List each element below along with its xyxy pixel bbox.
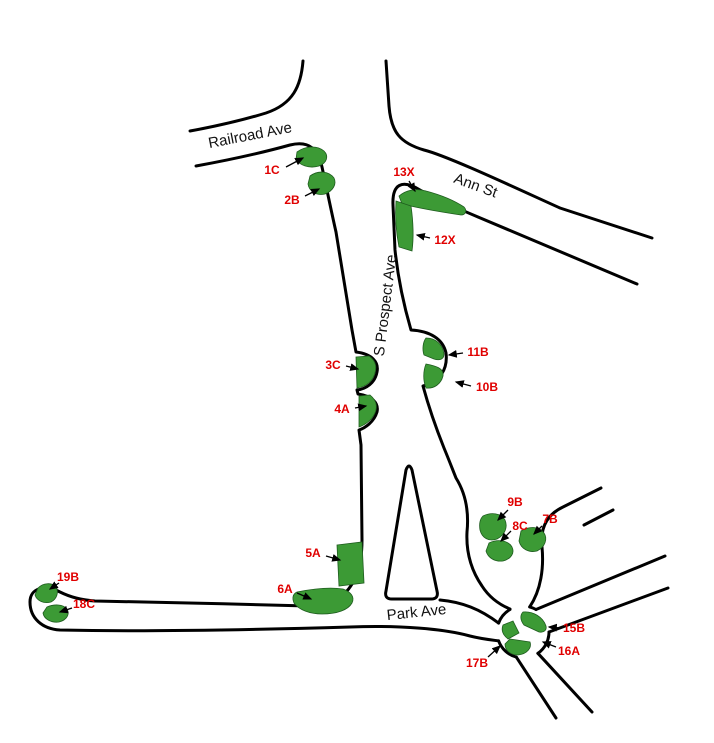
patch-1C <box>295 146 328 168</box>
road-edge-ann-north <box>384 59 654 240</box>
arrow-13X <box>407 180 416 193</box>
patch-10B <box>423 363 444 389</box>
patch-13X <box>398 189 467 216</box>
label-8C: 8C <box>512 519 528 533</box>
street-name-prospect: S Prospect Ave <box>371 254 400 358</box>
label-10B: 10B <box>476 380 498 394</box>
label-4A: 4A <box>334 402 350 416</box>
patch-3C <box>355 355 377 389</box>
patch-9B <box>479 513 507 541</box>
label-17B: 17B <box>466 656 488 670</box>
label-15B: 15B <box>563 621 585 635</box>
patch-17B <box>501 620 520 640</box>
green-patches <box>34 146 547 656</box>
label-2B: 2B <box>284 193 300 207</box>
traffic-island-triangle <box>384 464 439 601</box>
arrow-5A <box>325 554 342 562</box>
street-name-ann: Ann St <box>451 170 500 202</box>
arrow-10B <box>454 380 472 388</box>
street-name-park: Park Ave <box>386 601 447 624</box>
arrow-18C <box>58 605 73 614</box>
arrow-17B <box>487 645 501 658</box>
road-edge-se-road-lower <box>514 655 558 720</box>
roundabout-arc-nw <box>497 608 512 625</box>
road-edge-park-north-east <box>438 598 501 625</box>
arrow-6A <box>296 592 313 600</box>
road-edge-ne-road-lower <box>547 586 670 634</box>
patch-5A <box>336 541 365 587</box>
patch-8C <box>485 540 514 562</box>
road-edge-railroad-north <box>188 59 305 133</box>
patch-12X <box>395 200 414 252</box>
arrow-9B <box>497 509 509 521</box>
arrow-15B <box>547 623 562 632</box>
arrow-4A <box>354 403 368 412</box>
arrow-19B <box>48 581 60 590</box>
arrow-3C <box>345 363 360 371</box>
arrow-11B <box>447 350 464 358</box>
arrow-2B <box>304 188 321 197</box>
patch-18C <box>42 604 69 623</box>
label-arrows <box>48 157 562 658</box>
label-9B: 9B <box>507 495 523 509</box>
road-edge-ne-road-upper <box>534 554 667 611</box>
patch-labels: 1C 2B 13X 12X 3C 4A 11B 10B 9B 8C 7B 5A … <box>57 163 585 670</box>
label-19B: 19B <box>57 570 79 584</box>
arrow-12X <box>415 232 431 241</box>
label-5A: 5A <box>305 546 321 560</box>
patch-6A <box>292 587 354 615</box>
label-3C: 3C <box>325 358 341 372</box>
label-13X: 13X <box>393 165 414 179</box>
arrow-16A <box>541 641 557 649</box>
patch-15B <box>520 611 547 633</box>
label-18C: 18C <box>73 597 95 611</box>
arrow-7B <box>533 525 543 535</box>
patch-16A <box>504 638 531 656</box>
patch-11B <box>422 337 445 361</box>
label-12X: 12X <box>434 233 455 247</box>
patch-2B <box>307 171 336 195</box>
patch-4A <box>358 394 377 428</box>
road-outlines <box>28 59 670 720</box>
road-edge-se-road-upper <box>536 651 594 714</box>
label-11B: 11B <box>467 345 489 359</box>
arrow-1C <box>285 157 305 168</box>
label-6A: 6A <box>277 582 293 596</box>
label-1C: 1C <box>264 163 280 177</box>
label-16A: 16A <box>558 644 580 658</box>
road-edge-ne-stub <box>582 508 615 527</box>
road-edge-east-curb <box>391 182 639 611</box>
arrow-8C <box>500 530 512 542</box>
label-7B: 7B <box>542 512 558 526</box>
